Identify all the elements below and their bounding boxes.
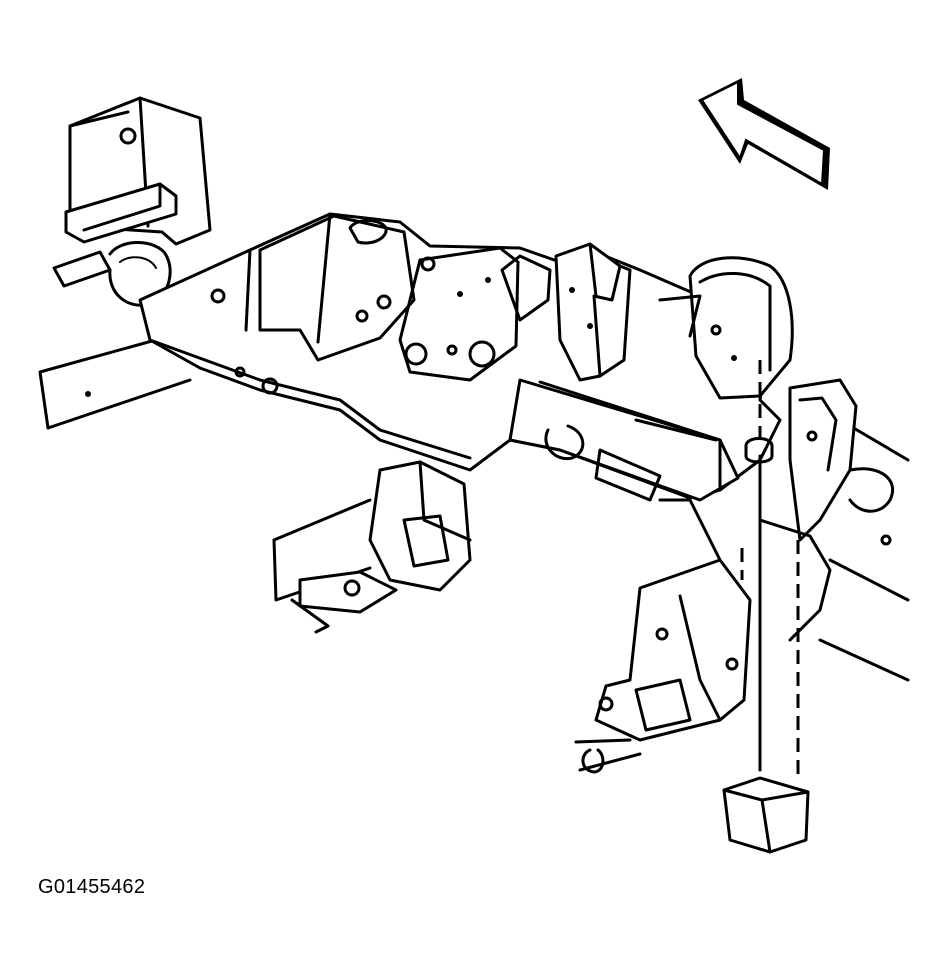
right-engine-mount xyxy=(658,256,794,400)
center-brackets xyxy=(508,242,740,502)
right-lower-bracket xyxy=(574,498,752,774)
left-frame-rail xyxy=(38,334,192,430)
arrow-icon xyxy=(698,78,830,190)
mount-bolt xyxy=(740,360,800,780)
tow-bracket xyxy=(52,96,212,307)
figure-id-label: G01455462 xyxy=(38,876,146,898)
mount-nut xyxy=(722,776,810,854)
left-lower-bracket xyxy=(272,460,472,634)
right-frame-rail xyxy=(758,378,910,682)
